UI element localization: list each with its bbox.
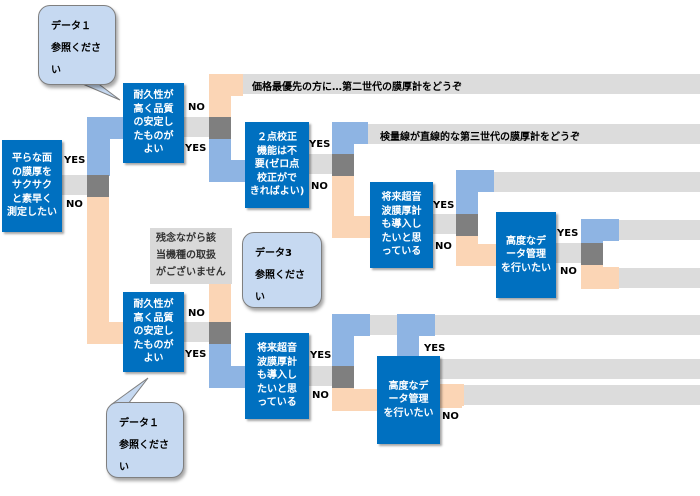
- data-top-junction: [581, 243, 603, 265]
- future-ultrasonic-question-bottom: 将来超音 波膜厚計 も導入し たいと思 っている: [245, 333, 309, 419]
- future-top-yes-path: [456, 170, 494, 192]
- future-bottom-yes-path: [332, 314, 370, 336]
- data-bottom-yes-path: [397, 314, 419, 362]
- durability-question-bottom: 耐久性が 高く品質 の安定し たものが よい: [123, 292, 184, 372]
- durability-top-no-label: NO: [188, 102, 205, 113]
- future-bottom-yes-label: YES: [310, 350, 332, 361]
- durability-bottom-no-path: [209, 283, 231, 305]
- data-top-no-label: NO: [560, 266, 577, 277]
- durability-top-connector: [184, 117, 210, 137]
- result-price-priority: 価格最優先の方に…第二世代の膜厚計をどうぞ: [252, 82, 462, 93]
- future-top-junction: [456, 214, 478, 236]
- future-top-yes-label: YES: [433, 200, 455, 211]
- unavailable-note: 残念ながら該 当機種の取扱 がございません: [150, 228, 232, 284]
- future-top-no-label: NO: [435, 241, 452, 252]
- data-bottom-yes-label: YES: [424, 343, 446, 354]
- future-top-connector: [433, 214, 457, 234]
- data-bottom-no-label: NO: [442, 411, 459, 422]
- data-bottom-no-path: [440, 384, 464, 406]
- root-junction: [87, 175, 109, 197]
- data-top-yes-path: [581, 219, 619, 241]
- durability-bottom-yes-label: YES: [185, 349, 207, 360]
- durability-bottom-no-label: NO: [188, 308, 205, 319]
- future-bottom-no-label: NO: [312, 390, 329, 401]
- root-yes-path: [87, 117, 123, 139]
- future-bottom-connector: [309, 366, 333, 386]
- root-yes-label: YES: [64, 155, 86, 166]
- future-bottom-yes-bar: [370, 315, 400, 335]
- data-management-question-top: 高度なデ ータ管理 を行いたい: [496, 212, 556, 298]
- two-point-no-label: NO: [311, 181, 328, 192]
- root-connector: [62, 175, 88, 195]
- durability-bottom-connector: [184, 322, 210, 342]
- durability-top-yes-path: [209, 160, 245, 182]
- result-linear-calibration: 検量線が直線的な第三世代の膜厚計をどうぞ: [380, 132, 580, 143]
- data-bottom-yes-bar: [432, 359, 700, 379]
- two-point-connector: [309, 154, 333, 174]
- durability-bottom-yes-path: [209, 366, 245, 388]
- data-bottom-no-bar: [464, 385, 700, 405]
- data-management-question-bottom: 高度なデ ータ管理 を行いたい: [377, 356, 440, 444]
- data-top-no-path: [581, 267, 619, 289]
- root-no-label: NO: [66, 199, 83, 210]
- future-top-no-path: [456, 244, 496, 266]
- future-top-yes-bar: [494, 172, 700, 192]
- callout-data1-bottom: データ１ 参照ください: [106, 402, 184, 478]
- durability-bottom-junction: [209, 322, 231, 344]
- two-point-yes-label: YES: [309, 139, 331, 150]
- two-point-calibration-question: ２点校正 機能は不 要(ゼロ点 校正がで きればよい): [245, 122, 309, 208]
- root-no-path: [87, 322, 123, 344]
- data-top-no-bar: [619, 268, 700, 288]
- durability-top-no-path: [209, 74, 243, 96]
- data-top-yes-label: YES: [557, 228, 579, 239]
- future-bottom-no-path: [332, 389, 378, 411]
- future-ultrasonic-question-top: 将来超音 波膜厚計 も導入し たいと思 っている: [370, 182, 433, 268]
- future-bottom-yes-bar: [435, 315, 700, 335]
- result-price-bar: [243, 74, 700, 94]
- two-point-no-path: [332, 216, 370, 238]
- root-question-node: 平らな面 の膜厚を サクサク と素早く 測定したい: [2, 140, 62, 232]
- callout-data3: データ3 参照ください: [242, 232, 322, 308]
- durability-top-yes-label: YES: [185, 143, 207, 154]
- data-top-connector: [556, 243, 582, 263]
- future-bottom-junction: [332, 366, 354, 388]
- callout-data1-top: データ１ 参照ください: [38, 5, 116, 85]
- two-point-yes-path: [332, 122, 368, 144]
- data-top-yes-bar: [619, 220, 700, 240]
- durability-top-junction: [209, 117, 231, 139]
- durability-question-top: 耐久性が 高く品質 の安定し たものが よい: [123, 83, 184, 163]
- root-no-path: [87, 196, 109, 344]
- two-point-junction: [332, 154, 354, 176]
- result-linear-bar: [368, 124, 700, 144]
